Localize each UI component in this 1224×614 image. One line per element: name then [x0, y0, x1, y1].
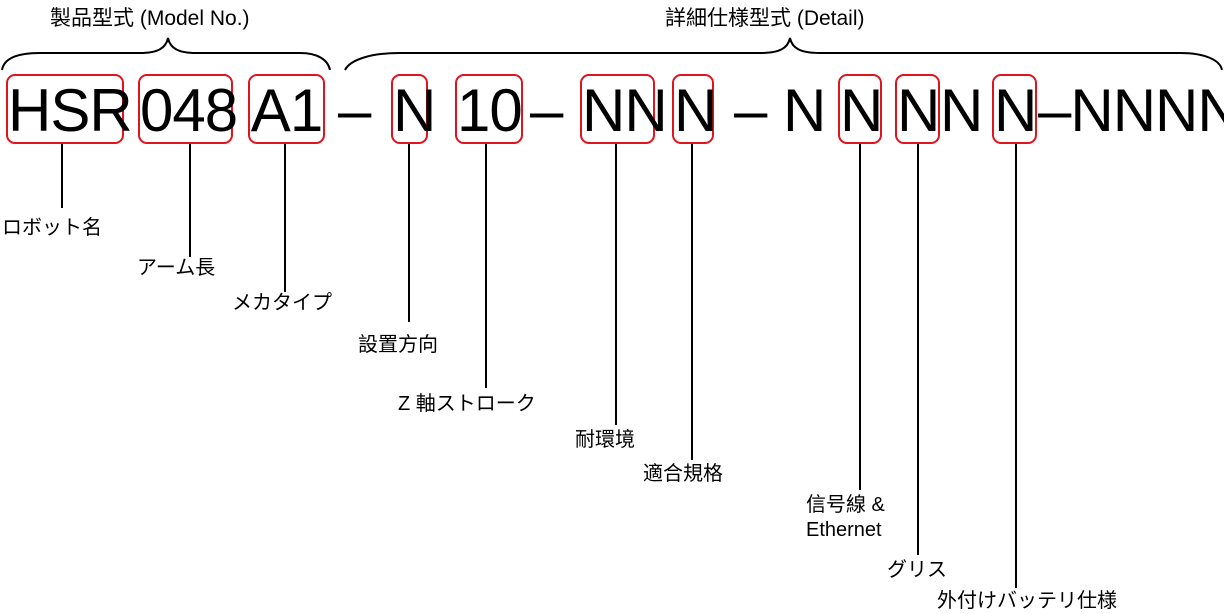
segment-mounting: N	[391, 74, 436, 144]
segment-tail: –NNNN	[1038, 77, 1224, 144]
label-grease: グリス	[887, 559, 947, 581]
segment-arm-length: 048	[138, 74, 238, 144]
detail-brace	[344, 37, 1223, 71]
segment-plain: N	[783, 77, 826, 144]
label-standard: 適合規格	[643, 463, 723, 485]
segment-signal: N	[838, 74, 883, 144]
segment-plain: N	[940, 77, 983, 144]
label-arm-length: アーム長	[137, 257, 216, 279]
label-ethernet: Ethernet	[806, 519, 882, 541]
segment-mech-type: A1	[248, 74, 325, 144]
dash: –	[338, 77, 371, 144]
segment-grease: N	[895, 74, 940, 144]
segment-battery: N	[992, 74, 1037, 144]
detail-title: 詳細仕様型式 (Detail)	[665, 7, 865, 30]
segment-z-stroke: 10	[455, 74, 523, 144]
segment-environment: NN	[580, 74, 668, 144]
label-robot-name: ロボット名	[2, 217, 102, 239]
model-brace	[1, 37, 331, 71]
dash: –	[734, 77, 767, 144]
label-mech-type: メカタイプ	[232, 292, 332, 314]
segment-robot-name: HSR	[6, 74, 133, 144]
label-signal: 信号線 &	[806, 494, 885, 516]
label-z-stroke: Z 軸ストローク	[398, 393, 536, 415]
model-title: 製品型式 (Model No.)	[50, 7, 250, 30]
segment-standard: N	[672, 74, 717, 144]
label-environment: 耐環境	[575, 429, 635, 451]
label-mounting: 設置方向	[358, 334, 438, 356]
label-battery: 外付けバッテリ仕様	[937, 590, 1117, 612]
dash: –	[530, 77, 563, 144]
